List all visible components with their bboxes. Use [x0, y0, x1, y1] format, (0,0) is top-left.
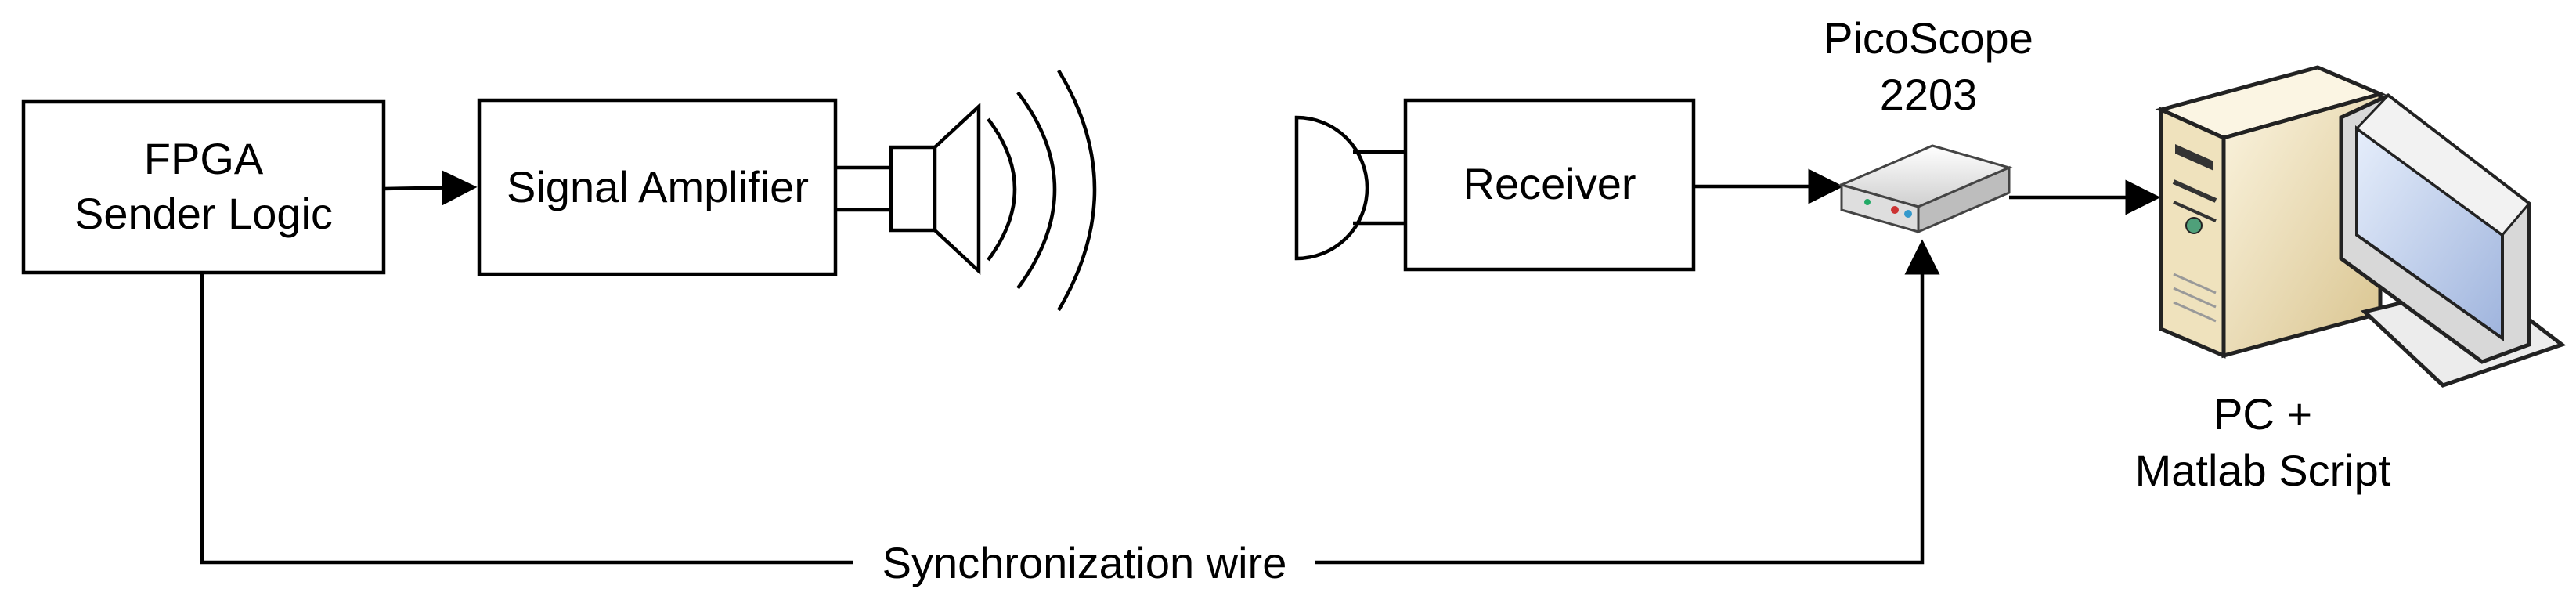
oscilloscope-device-icon [1838, 144, 2013, 234]
speaker-icon [889, 102, 981, 276]
pc-label-line1: PC + [2213, 389, 2312, 439]
signal-amplifier-block: Signal Amplifier [477, 98, 838, 276]
arrow-fpga-to-amplifier [383, 170, 478, 206]
amplifier-label: Signal Amplifier [507, 162, 809, 211]
fpga-label-line1: FPGA [144, 134, 264, 183]
computer-icon [2155, 65, 2567, 388]
receiver-label: Receiver [1463, 159, 1636, 208]
sync-wire-label: Synchronization wire [882, 538, 1287, 587]
fpga-sender-block: FPGA Sender Logic [21, 99, 386, 275]
microphone-icon [1294, 115, 1405, 261]
synchronization-wire: Synchronization wire [200, 239, 1940, 587]
pc-label-line2: Matlab Script [2135, 446, 2391, 495]
sound-waves-icon [987, 69, 1097, 312]
fpga-label-line2: Sender Logic [74, 189, 333, 238]
receiver-block: Receiver [1403, 98, 1696, 272]
picoscope-label-line1: PicoScope [1824, 13, 2033, 63]
picoscope-label-line2: 2203 [1880, 70, 1978, 119]
